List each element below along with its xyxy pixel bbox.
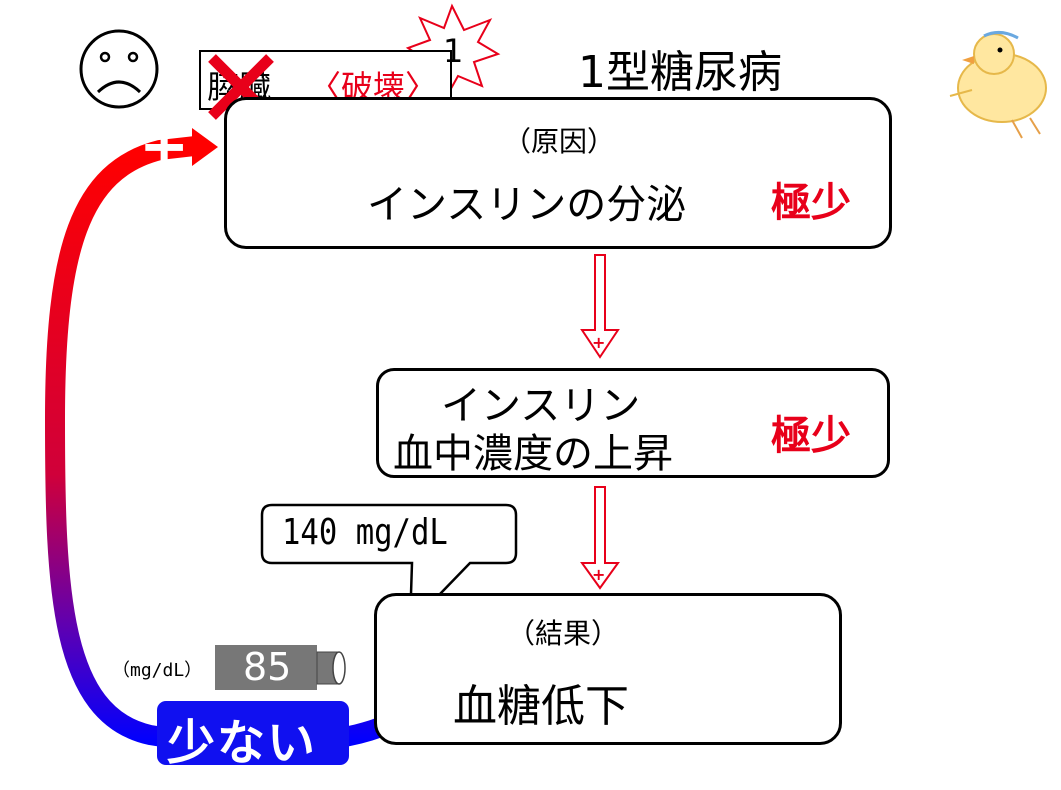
sad-face-icon: [79, 29, 159, 109]
cause-heading: （原因）: [503, 125, 616, 158]
glucose-meter-icon: [215, 645, 346, 690]
result-box: （結果） 血糖低下: [374, 593, 842, 745]
level-line1: インスリン: [441, 383, 641, 429]
low-label: 少ない: [157, 701, 349, 771]
level-amount: 極少: [771, 413, 851, 459]
result-text: 血糖低下: [453, 681, 629, 732]
result-heading: （結果）: [507, 617, 620, 650]
arrow2-plus-sign: +: [592, 565, 606, 584]
cause-box: （原因） インスリンの分泌 極少: [224, 97, 892, 249]
callout-text: 140 mg/dL: [282, 512, 448, 553]
arrow1-plus-sign: +: [592, 333, 606, 352]
down-arrow-1: [580, 254, 620, 359]
starburst-number: 1: [443, 32, 464, 70]
meter-value: 85: [243, 645, 292, 689]
down-arrow-2: [580, 486, 620, 590]
cause-amount: 極少: [771, 180, 851, 226]
plus-icon: +: [139, 111, 190, 181]
low-label-text: 少ない: [167, 715, 318, 771]
cause-text: インスリンの分泌: [367, 182, 687, 228]
feedback-arrowhead: [192, 128, 218, 166]
chick-drawing-icon: [949, 31, 1047, 139]
diagram-title: 1型糖尿病: [578, 47, 782, 98]
meter-unit: （mg/dL）: [112, 660, 203, 681]
insulin-level-box: インスリン 血中濃度の上昇 極少: [376, 368, 890, 478]
level-line2: 血中濃度の上昇: [393, 431, 673, 477]
